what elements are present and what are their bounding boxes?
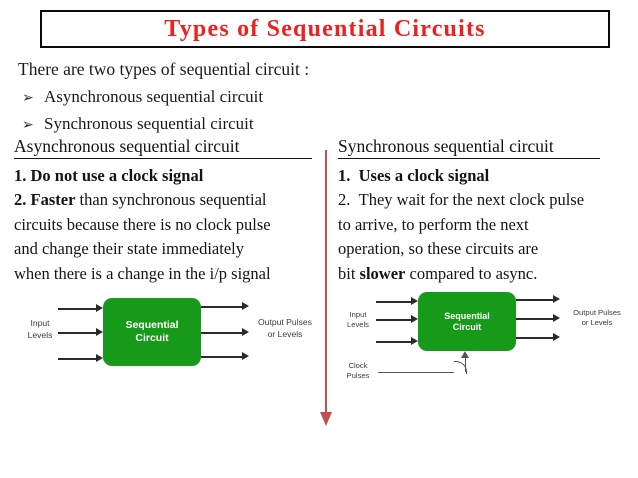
- output-arrow: [201, 302, 249, 311]
- clock-line-horizontal: [378, 372, 454, 374]
- divider-arrowhead: [320, 412, 332, 426]
- column-point: 1. Uses a clock signal: [338, 164, 634, 188]
- asynchronous-circuit-diagram: Input Levels Sequential Circuit: [10, 286, 320, 391]
- clock-pulses-label: Clock Pulses: [346, 361, 370, 381]
- list-item: ➢ Synchronous sequential circuit: [18, 110, 618, 138]
- input-arrow: [376, 315, 418, 324]
- output-pulses-label: Output Pulses or Levels: [258, 317, 312, 339]
- column-point: to arrive, to perform the next: [338, 214, 529, 234]
- point-text: Do not use a clock signal: [30, 166, 204, 185]
- column-point: 2. They wait for the next clock pulse: [338, 188, 634, 212]
- input-arrow: [58, 328, 103, 337]
- point-number: 2.: [338, 190, 351, 210]
- output-pulses-label: Output Pulses or Levels: [573, 308, 621, 328]
- clock-arrowhead: [460, 351, 469, 358]
- point-number: 1.: [14, 166, 27, 185]
- point-text: than synchronous sequential: [75, 190, 267, 210]
- intro-block: There are two types of sequential circui…: [18, 56, 618, 138]
- divider-stem: [325, 150, 327, 418]
- input-levels-label: Input Levels: [27, 318, 53, 340]
- box-label-line2: Circuit: [135, 332, 169, 344]
- point-text: Uses a clock signal: [358, 166, 490, 185]
- point-text: compared to async.: [405, 263, 538, 283]
- column-point: 1. Do not use a clock signal: [14, 164, 314, 188]
- point-emphasis: Faster: [30, 190, 76, 210]
- input-arrow: [58, 304, 103, 313]
- output-arrow: [516, 314, 560, 323]
- arrow-bullet-icon: ➢: [22, 90, 34, 106]
- input-arrow: [376, 337, 418, 346]
- output-arrow: [201, 352, 249, 361]
- list-item-label: Synchronous sequential circuit: [44, 114, 254, 134]
- point-text: They wait for the next clock pulse: [358, 190, 585, 210]
- point-number: 2.: [14, 190, 27, 210]
- output-arrow: [516, 333, 560, 342]
- box-label-line2: Circuit: [452, 321, 482, 332]
- input-arrow: [58, 354, 103, 363]
- title-box: Types of Sequential Circuits: [40, 10, 610, 48]
- intro-lead: There are two types of sequential circui…: [18, 59, 310, 79]
- output-arrow: [201, 328, 249, 337]
- output-arrow: [516, 295, 560, 304]
- synchronous-circuit-diagram: Input Levels Sequential Circuit: [336, 286, 636, 396]
- clock-line-vertical: [464, 358, 466, 372]
- list-item: ➢ Asynchronous sequential circuit: [18, 83, 618, 111]
- input-arrow: [376, 297, 418, 306]
- input-levels-label: Input Levels: [347, 310, 369, 330]
- point-emphasis: slower: [359, 263, 406, 283]
- red-divider-arrow-icon: [320, 150, 334, 434]
- column-heading-asynchronous: Asynchronous sequential circuit: [14, 136, 312, 159]
- box-label-line1: Sequential: [125, 319, 179, 332]
- column-point: when there is a change in the i/p signal: [14, 263, 271, 283]
- sequential-circuit-box: Sequential Circuit: [103, 298, 201, 366]
- point-number: 1.: [338, 166, 351, 185]
- box-label-line1: Sequential: [444, 310, 490, 321]
- column-synchronous: Synchronous sequential circuit 1. Uses a…: [338, 136, 634, 286]
- column-point: circuits because there is no clock pulse: [14, 214, 271, 234]
- column-point: operation, so these circuits are: [338, 239, 539, 259]
- point-text: bit: [338, 263, 360, 283]
- column-heading-synchronous: Synchronous sequential circuit: [338, 136, 600, 159]
- page-title: Types of Sequential Circuits: [164, 15, 486, 42]
- list-item-label: Asynchronous sequential circuit: [44, 86, 264, 106]
- column-point: 2. Faster than synchronous sequential: [14, 188, 314, 212]
- column-asynchronous: Asynchronous sequential circuit 1. Do no…: [14, 136, 314, 286]
- sequential-circuit-box: Sequential Circuit: [418, 292, 516, 351]
- column-point: and change their state immediately: [14, 239, 244, 259]
- arrow-bullet-icon: ➢: [22, 118, 34, 134]
- column-point: bit slower compared to async.: [338, 262, 634, 286]
